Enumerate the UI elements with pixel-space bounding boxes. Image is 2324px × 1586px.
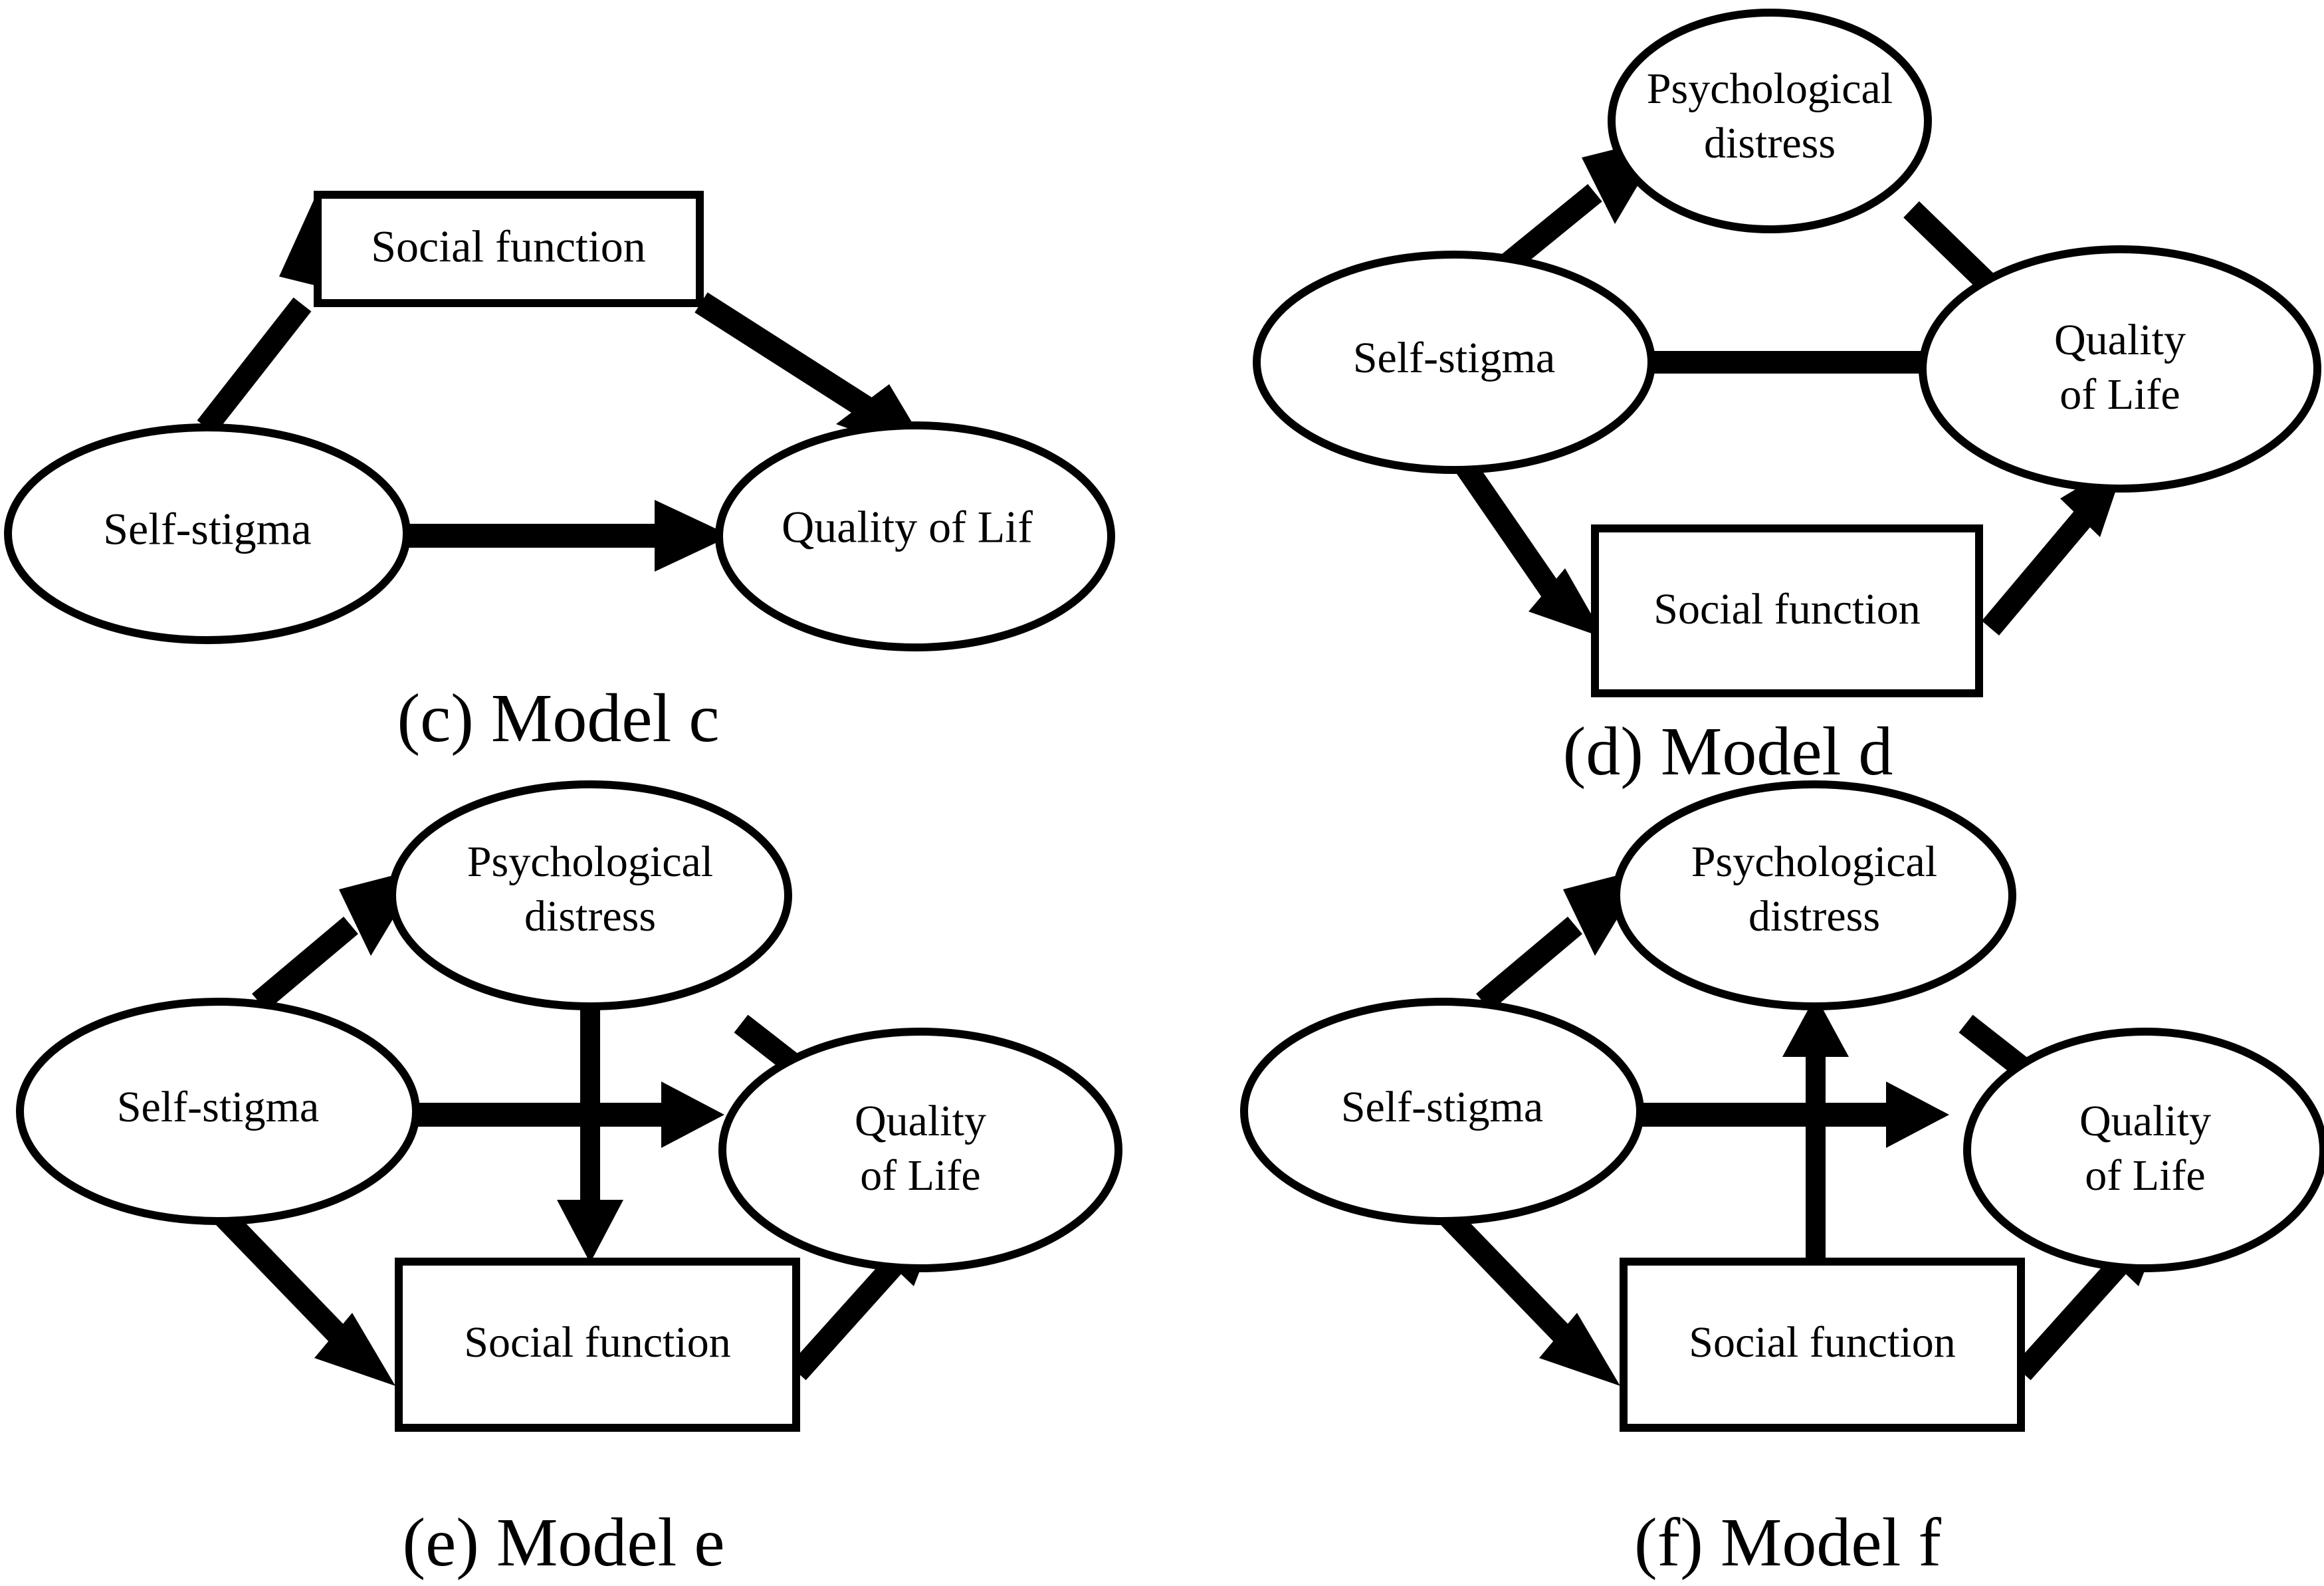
node-social-function-f-label: Social function [1689, 1318, 1955, 1367]
panel-c: Social function Self-stigma Quality of L… [4, 191, 1115, 756]
edge-psychological-distress-to-social-function-e [557, 997, 623, 1263]
panel-d-caption: (d) Model d [1563, 713, 1893, 790]
node-self-stigma-e[interactable]: Self-stigma [16, 998, 420, 1225]
node-psychological-distress-e-line1: Psychological [467, 838, 713, 886]
node-psychological-distress-e[interactable]: Psychological distress [388, 780, 792, 1010]
panel-e-caption: (e) Model e [402, 1504, 724, 1581]
node-self-stigma-d-label: Self-stigma [1353, 334, 1555, 382]
edge-self-stigma-to-quality-of-life-e [415, 1081, 724, 1148]
node-quality-of-life-e-line2: of Life [860, 1151, 980, 1200]
node-psychological-distress-f-line2: distress [1748, 892, 1880, 941]
node-psychological-distress-e-line2: distress [524, 892, 656, 941]
node-social-function-c[interactable]: Social function [314, 191, 704, 307]
edge-self-stigma-to-social-function-e [199, 1192, 395, 1386]
node-quality-of-life-e[interactable]: Quality of Life [718, 1028, 1122, 1272]
edge-self-stigma-to-social-function-d [1446, 445, 1605, 638]
node-self-stigma-c-label: Self-stigma [103, 504, 312, 554]
node-self-stigma-e-label: Self-stigma [117, 1083, 319, 1131]
node-quality-of-life-d-line1: Quality [2054, 316, 2186, 364]
node-quality-of-life-f[interactable]: Quality of Life [1963, 1028, 2324, 1272]
node-social-function-d[interactable]: Social function [1591, 524, 1983, 697]
node-social-function-e-label: Social function [464, 1318, 730, 1367]
node-psychological-distress-d-line2: distress [1704, 119, 1836, 168]
node-quality-of-life-d-line2: of Life [2060, 370, 2180, 419]
node-social-function-c-label: Social function [371, 221, 646, 272]
node-self-stigma-c[interactable]: Self-stigma [4, 423, 411, 644]
node-self-stigma-d[interactable]: Self-stigma [1253, 251, 1655, 474]
node-quality-of-life-d[interactable]: Quality of Life [1919, 245, 2321, 493]
edge-self-stigma-to-quality-of-life-f [1640, 1081, 1949, 1148]
node-self-stigma-f[interactable]: Self-stigma [1240, 998, 1644, 1225]
node-quality-of-life-c-label: Quality of Lif [782, 502, 1033, 552]
node-quality-of-life-e-line1: Quality [855, 1097, 986, 1145]
node-social-function-e[interactable]: Social function [395, 1258, 800, 1432]
edge-self-stigma-to-quality-of-life-c [407, 500, 731, 572]
node-social-function-d-label: Social function [1653, 585, 1920, 633]
panel-e: Psychological distress Self-stigma Quali… [16, 780, 1122, 1581]
node-psychological-distress-f[interactable]: Psychological distress [1612, 780, 2016, 1010]
node-quality-of-life-f-line1: Quality [2079, 1097, 2211, 1145]
node-psychological-distress-d[interactable]: Psychological distress [1608, 9, 1932, 233]
panel-c-caption: (c) Model c [397, 680, 719, 756]
node-psychological-distress-f-line1: Psychological [1691, 838, 1937, 886]
edge-social-function-to-psychological-distress-f [1782, 996, 1849, 1303]
edge-self-stigma-to-social-function-f [1424, 1192, 1620, 1386]
panel-f-caption: (f) Model f [1634, 1504, 1941, 1581]
panel-d: Psychological distress Self-stigma Quali… [1253, 9, 2321, 790]
node-quality-of-life-f-line2: of Life [2085, 1151, 2205, 1200]
node-quality-of-life-c[interactable]: Quality of Lif [715, 421, 1115, 651]
node-social-function-f[interactable]: Social function [1620, 1258, 2025, 1432]
node-self-stigma-f-label: Self-stigma [1341, 1083, 1543, 1131]
panel-f: Psychological distress Self-stigma Quali… [1240, 780, 2324, 1581]
node-psychological-distress-d-line1: Psychological [1647, 64, 1893, 113]
